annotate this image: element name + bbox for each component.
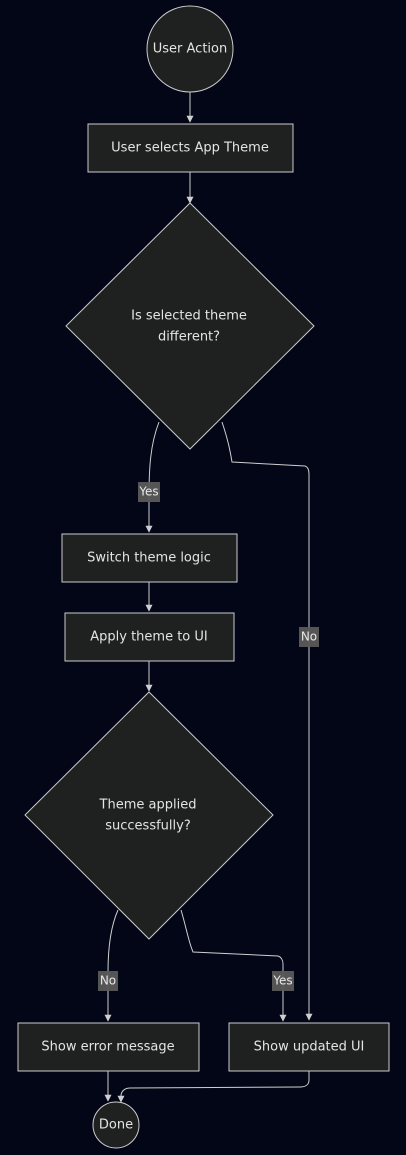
edge-updated-to-done xyxy=(117,1071,310,1103)
edge-applied-yes xyxy=(180,909,287,1022)
decision-applied-successfully: Theme applied successfully? xyxy=(24,691,274,940)
node-show-updated: Show updated UI xyxy=(228,1022,390,1072)
edge-decision-yes xyxy=(145,421,160,533)
edge-label-different-yes: Yes xyxy=(138,482,160,502)
edges xyxy=(104,92,313,1103)
edge-decision-no xyxy=(221,421,313,1021)
node-switch-theme-logic-label: Switch theme logic xyxy=(87,551,211,566)
node-done-label: Done xyxy=(99,1118,133,1133)
node-select-theme-label: User selects App Theme xyxy=(111,141,269,156)
node-show-updated-label: Show updated UI xyxy=(254,1040,365,1055)
decision-applied-line2: successfully? xyxy=(105,819,190,834)
node-show-error: Show error message xyxy=(17,1022,200,1072)
edge-label-applied-yes-text: Yes xyxy=(272,974,292,988)
node-done: Done xyxy=(92,1101,140,1149)
node-apply-theme-label: Apply theme to UI xyxy=(90,630,208,645)
decision-is-different: Is selected theme different? xyxy=(65,202,315,450)
node-select-theme: User selects App Theme xyxy=(87,123,294,173)
decision-is-different-line2: different? xyxy=(158,330,220,345)
node-user-action-label: User Action xyxy=(153,42,227,57)
node-show-error-label: Show error message xyxy=(41,1040,174,1055)
edge-applied-no xyxy=(104,909,119,1022)
edge-label-applied-no-text: No xyxy=(100,974,116,988)
node-switch-theme-logic: Switch theme logic xyxy=(61,533,238,583)
decision-applied-line1: Theme applied xyxy=(99,798,197,813)
edge-label-applied-yes: Yes xyxy=(272,971,294,991)
decision-is-different-line1: Is selected theme xyxy=(131,309,247,324)
edge-label-applied-no: No xyxy=(98,971,118,991)
edge-label-different-yes-text: Yes xyxy=(138,485,158,499)
edge-label-different-no-text: No xyxy=(301,630,317,644)
node-apply-theme: Apply theme to UI xyxy=(64,612,235,662)
node-user-action: User Action xyxy=(146,5,234,93)
edge-label-different-no: No xyxy=(299,627,319,647)
